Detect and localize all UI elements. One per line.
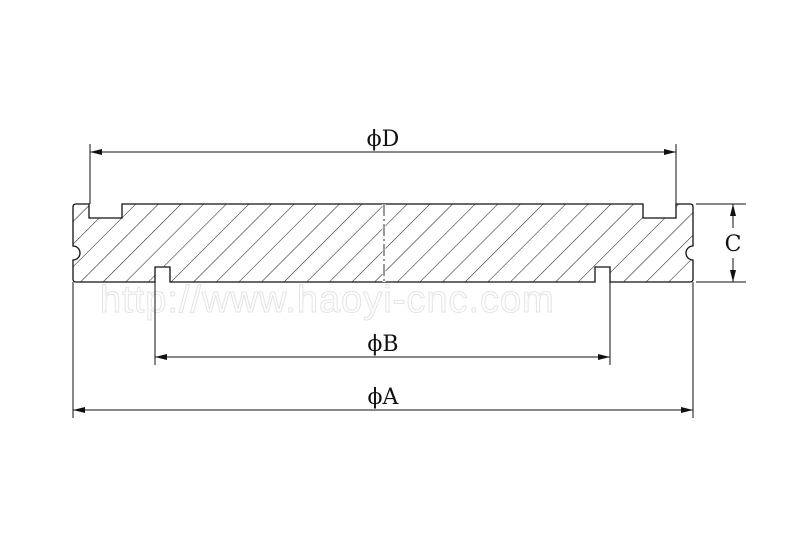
dimension-label-b: ϕB (367, 332, 398, 357)
watermark: http://www.haoyi-cnc.com (100, 279, 555, 321)
extension-lines (72, 144, 746, 418)
dimension-label-a: ϕA (368, 385, 400, 410)
dimension-label-d: ϕD (367, 127, 400, 152)
dimension-label-c: C (725, 232, 742, 257)
ring-section (72, 203, 694, 283)
